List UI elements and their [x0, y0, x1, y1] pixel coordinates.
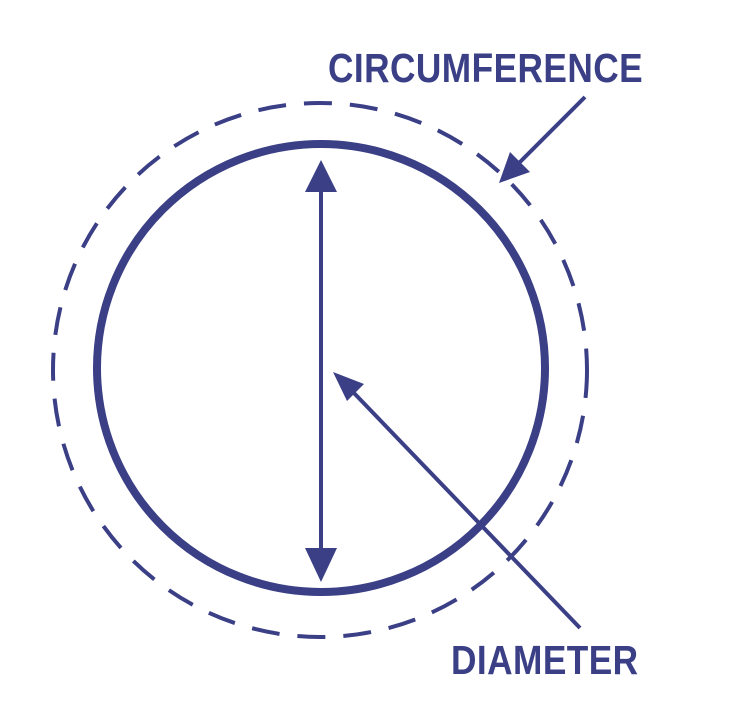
circumference-label: CIRCUMFERENCE — [328, 45, 644, 91]
diameter-leader-line — [351, 390, 582, 630]
diameter-arrowhead-top — [305, 160, 337, 192]
diameter-leader-arrowhead — [333, 372, 364, 401]
circumference-leader-arrowhead — [499, 152, 530, 183]
diameter-arrowhead-bottom — [305, 548, 337, 582]
solid-circle — [93, 140, 549, 596]
circumference-leader-line — [514, 95, 587, 168]
diameter-label: DIAMETER — [451, 637, 639, 683]
dashed-circumference-circle — [51, 101, 589, 639]
